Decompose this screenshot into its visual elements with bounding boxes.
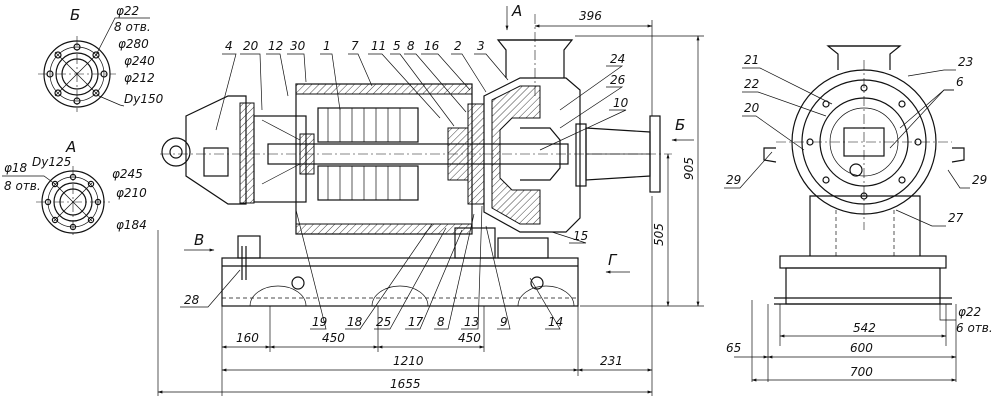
callout-29-b: 29 [972, 173, 987, 187]
callout-27: 27 [948, 211, 964, 225]
callout-4: 4 [225, 39, 233, 53]
dim-600: 600 [850, 341, 873, 355]
callout-22: 22 [744, 77, 759, 91]
flange-view-a: А φ18 8 отв. Dy125 φ245 φ210 φ184 [2, 138, 147, 238]
dim-905: 905 [682, 157, 696, 180]
dim-160: 160 [236, 331, 259, 345]
dim-542: 542 [853, 321, 876, 335]
callout-30: 30 [290, 39, 306, 53]
callout-8: 8 [407, 39, 415, 53]
flange-b-holes: φ22 [116, 4, 139, 18]
callout-15: 15 [573, 229, 588, 243]
callout-17: 17 [408, 315, 424, 329]
view-v-marker: В [194, 231, 204, 249]
callout-1: 1 [323, 39, 331, 53]
callout-7: 7 [351, 39, 359, 53]
callout-24: 24 [610, 52, 625, 66]
flange-view-b: Б φ22 8 отв. φ280 φ240 φ212 Dy150 [38, 4, 164, 112]
callout-25: 25 [376, 315, 391, 329]
dim-450-b: 450 [458, 331, 481, 345]
dim-505: 505 [652, 223, 666, 246]
callout-20b: 20 [744, 101, 760, 115]
flange-a-d1: φ245 [112, 167, 143, 181]
flange-b-d1: φ280 [118, 37, 149, 51]
callout-28: 28 [184, 293, 200, 307]
dim-1210: 1210 [393, 354, 424, 368]
flange-a-holes-count: 8 отв. [4, 179, 41, 193]
flange-b-holes-count: 8 отв. [114, 20, 151, 34]
flange-a-dn: Dy125 [32, 155, 71, 169]
flange-b-d3: φ212 [124, 71, 155, 85]
callout-11: 11 [371, 39, 386, 53]
callout-9: 9 [500, 315, 508, 329]
dim-700: 700 [850, 365, 873, 379]
dim-396: 396 [579, 9, 602, 23]
flange-b-d2: φ240 [124, 54, 155, 68]
section-b-marker: Б [675, 116, 685, 134]
section-a-marker: А [511, 2, 522, 20]
callout-23: 23 [958, 55, 973, 69]
dim-450-a: 450 [322, 331, 345, 345]
callout-5: 5 [393, 39, 401, 53]
callout-3: 3 [477, 39, 485, 53]
main-section-view: 4 20 12 30 1 7 11 5 8 16 2 3 24 26 10 15… [157, 2, 704, 396]
callout-8b: 8 [437, 315, 445, 329]
dim-22-count: 6 отв. [956, 321, 993, 335]
callout-26: 26 [610, 73, 626, 87]
flange-b-dn: Dy150 [124, 92, 164, 106]
callout-10: 10 [613, 96, 629, 110]
dim-1655: 1655 [390, 377, 421, 391]
callout-2: 2 [454, 39, 462, 53]
callout-12: 12 [268, 39, 283, 53]
callout-21: 21 [744, 53, 759, 67]
dim-231: 231 [600, 354, 623, 368]
callout-16: 16 [424, 39, 440, 53]
flange-a-holes: φ18 [4, 161, 28, 175]
view-g-marker: Г [608, 251, 618, 269]
end-view: 21 22 20 23 6 29 29 27 542 600 700 [724, 45, 993, 382]
flange-a-d2: φ210 [116, 186, 147, 200]
callout-29-a: 29 [726, 173, 741, 187]
flange-a-d3: φ184 [116, 218, 147, 232]
callout-13: 13 [464, 315, 479, 329]
callout-6: 6 [956, 75, 964, 89]
view-a-label: А [65, 138, 76, 156]
callout-20: 20 [243, 39, 259, 53]
callout-19: 19 [312, 315, 327, 329]
dim-22: φ22 [958, 305, 981, 319]
dim-65: 65 [726, 341, 741, 355]
view-b-label: Б [70, 6, 80, 24]
callout-18: 18 [347, 315, 363, 329]
